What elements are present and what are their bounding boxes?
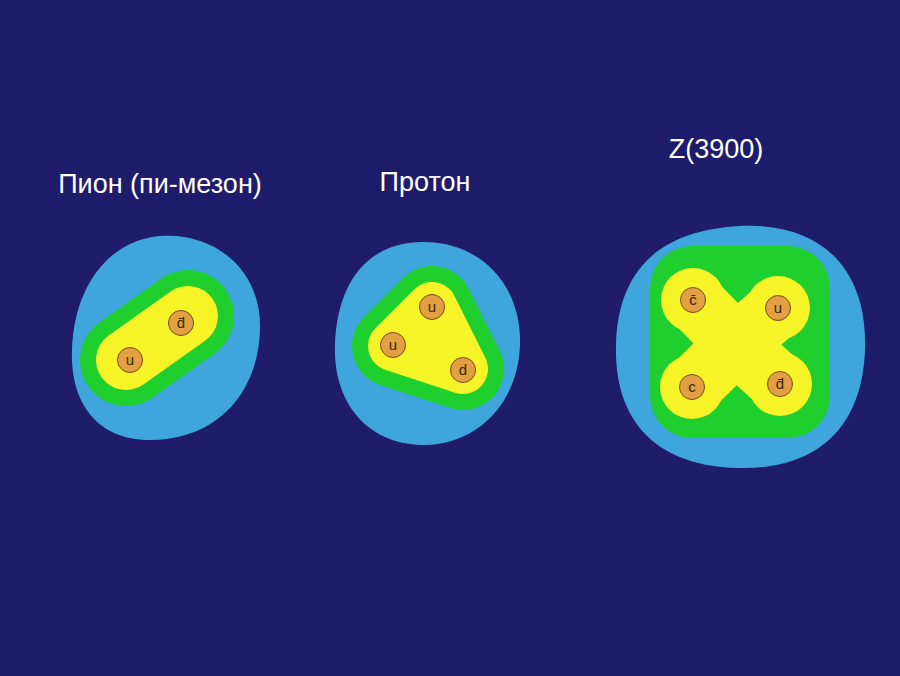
quark-label: c	[688, 379, 696, 395]
quark-circle: u	[117, 347, 143, 373]
z-green-field	[650, 246, 830, 438]
quark-circle: d̄	[168, 310, 194, 336]
hadron-region: Протонuud	[330, 238, 525, 450]
quark-label: u	[428, 299, 436, 315]
quark-label: u	[126, 352, 134, 368]
quark-label: u	[389, 337, 397, 353]
quark-circle: c	[679, 374, 705, 400]
z-outer-field	[616, 226, 865, 468]
quark-label: u	[774, 300, 782, 316]
hadron-title: Протон	[380, 166, 471, 198]
hadron-region: Пион (пи-мезон)d̄u	[65, 230, 265, 445]
hadron-title: Пион (пи-мезон)	[58, 168, 262, 200]
pion-outer-field	[72, 236, 260, 440]
quark-circle: d	[450, 357, 476, 383]
hadron-region: Z(3900)c̄ucd̄	[612, 222, 870, 474]
hadron-title: Z(3900)	[669, 133, 764, 165]
quark-circle: c̄	[680, 287, 706, 313]
quark-circle: u	[380, 332, 406, 358]
quark-label: d̄	[177, 315, 185, 331]
quark-label: d	[459, 362, 467, 378]
quark-circle: d̄	[767, 371, 793, 397]
proton-outer-field	[335, 242, 520, 445]
quark-label: d̄	[776, 376, 784, 392]
quark-circle: u	[765, 295, 791, 321]
quark-circle: u	[419, 294, 445, 320]
z-yellow-lobes	[660, 268, 812, 419]
quark-label: c̄	[689, 292, 697, 308]
